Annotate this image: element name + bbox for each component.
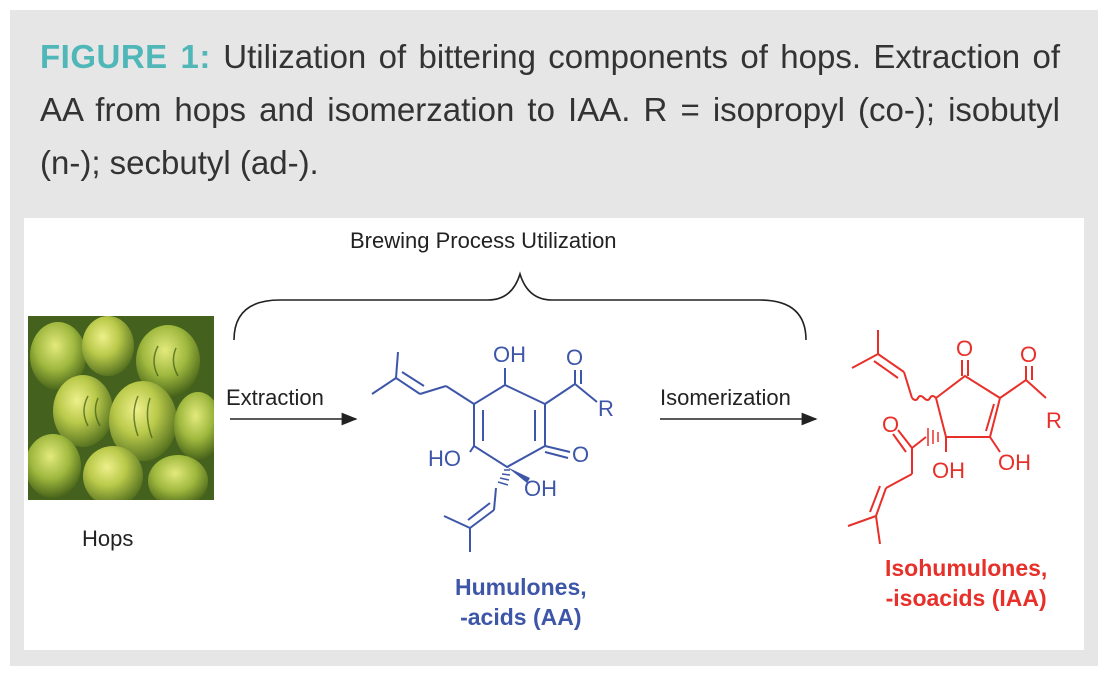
aa-ho: HO bbox=[428, 446, 461, 471]
isohumulone-atoms: O O R O OH OH bbox=[882, 336, 1062, 483]
extraction-label: Extraction bbox=[226, 385, 324, 410]
humulone-structure bbox=[371, 351, 598, 552]
aa-o-keto: O bbox=[572, 442, 589, 467]
figure-caption: FIGURE 1: Utilization of bittering compo… bbox=[40, 30, 1060, 189]
aa-oh-top: OH bbox=[493, 342, 526, 367]
hops-image bbox=[28, 316, 214, 500]
isomerization-label: Isomerization bbox=[660, 385, 791, 410]
aa-oh-bottom: OH bbox=[524, 476, 557, 501]
figure-label: FIGURE 1: bbox=[40, 38, 211, 75]
humulone-atoms: OH O R HO O OH bbox=[428, 342, 614, 501]
isohumulones-label: Isohumulones, -isoacids (IAA) bbox=[885, 553, 1047, 613]
iaa-o-side: O bbox=[882, 412, 899, 437]
iaa-o-acyl: O bbox=[1020, 342, 1037, 367]
isohumulones-label-line1: Isohumulones, bbox=[885, 555, 1048, 581]
humulones-label: Humulones, -acids (AA) bbox=[455, 572, 587, 632]
isohumulone-structure bbox=[847, 330, 1047, 545]
iaa-r: R bbox=[1046, 408, 1062, 433]
brace-label: Brewing Process Utilization bbox=[350, 228, 617, 253]
hops-label: Hops bbox=[82, 526, 134, 551]
hops-photo bbox=[28, 316, 214, 500]
humulones-label-line2: -acids (AA) bbox=[460, 604, 582, 630]
isohumulones-label-line2: -isoacids (IAA) bbox=[885, 585, 1047, 611]
caption-text: Utilization of bittering components of h… bbox=[40, 38, 1060, 181]
humulones-label-line1: Humulones, bbox=[455, 574, 587, 600]
iaa-oh-right: OH bbox=[998, 450, 1031, 475]
aa-r: R bbox=[598, 396, 614, 421]
process-brace bbox=[233, 271, 807, 341]
iaa-o-ring: O bbox=[956, 336, 973, 361]
aa-o-acyl: O bbox=[566, 345, 583, 370]
iaa-oh-left: OH bbox=[932, 458, 965, 483]
